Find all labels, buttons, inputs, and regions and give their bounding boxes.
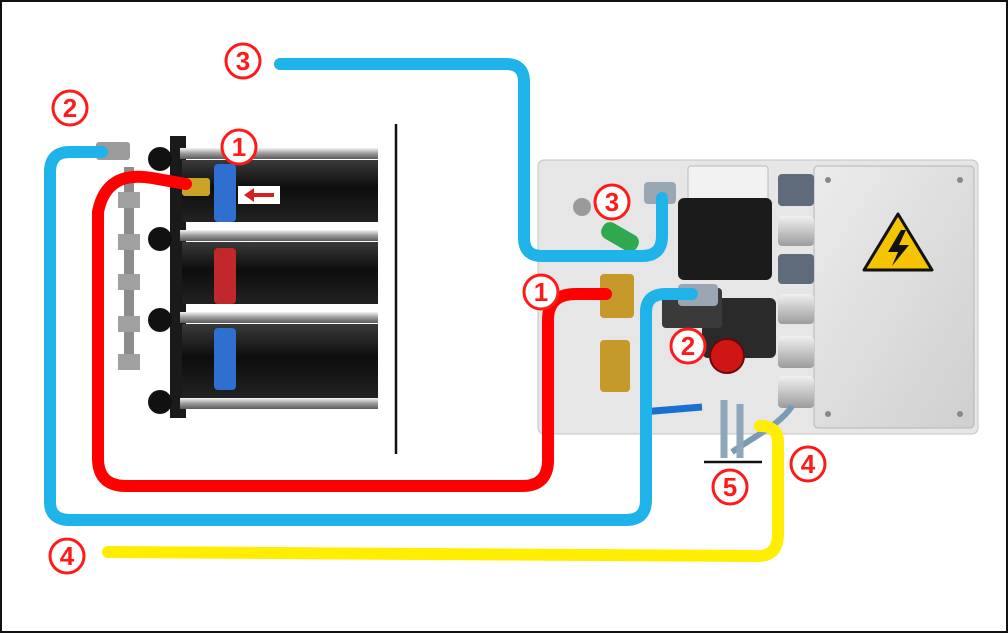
- marker-1-panel: 1: [524, 275, 558, 309]
- box-screw: [957, 177, 963, 183]
- cable-gland: [778, 336, 814, 368]
- cable-gland: [778, 294, 814, 324]
- collector-rod: [180, 398, 378, 409]
- svg-text:2: 2: [681, 331, 695, 361]
- collector-cap: [148, 308, 172, 332]
- marker-4-bottom: 4: [50, 539, 84, 573]
- box-screw: [825, 177, 831, 183]
- manifold-fitting: [118, 316, 140, 332]
- collector-cap: [148, 147, 172, 171]
- manifold-fitting: [118, 192, 140, 208]
- svg-text:2: 2: [63, 93, 77, 123]
- cable-gland: [778, 254, 814, 284]
- svg-text:4: 4: [801, 449, 816, 479]
- marker-2-panel: 2: [671, 329, 705, 363]
- blue-band: [214, 164, 236, 222]
- collector-tube: [182, 242, 378, 304]
- collector-cap: [148, 390, 172, 414]
- svg-text:1: 1: [534, 277, 548, 307]
- pump-motor: [678, 198, 772, 280]
- marker-4-panel: 4: [791, 447, 825, 481]
- marker-5-panel: 5: [713, 470, 747, 504]
- cable-gland: [778, 216, 814, 246]
- collector-rod: [180, 230, 378, 241]
- collector-rod: [180, 148, 378, 159]
- red-band: [214, 248, 236, 304]
- marker-2-collector: 2: [53, 91, 87, 125]
- blue-band: [214, 328, 236, 390]
- red-valve-knob: [710, 339, 744, 373]
- marker-1-collector: 1: [222, 130, 256, 164]
- collector-cap: [148, 227, 172, 251]
- manifold-fitting: [118, 234, 140, 250]
- svg-text:5: 5: [723, 472, 737, 502]
- manifold-fitting: [118, 274, 140, 290]
- svg-text:3: 3: [605, 187, 619, 217]
- electrical-box: [814, 166, 974, 428]
- box-screw: [825, 411, 831, 417]
- svg-text:1: 1: [232, 132, 246, 162]
- svg-text:4: 4: [60, 541, 75, 571]
- plate-mount: [573, 198, 591, 216]
- collector-tube: [182, 324, 378, 398]
- marker-3-top: 3: [226, 44, 260, 78]
- collector-rod: [180, 312, 378, 323]
- svg-text:3: 3: [236, 46, 250, 76]
- marker-3-panel: 3: [595, 185, 629, 219]
- cable-gland: [778, 376, 814, 408]
- box-screw: [957, 411, 963, 417]
- manifold-fitting: [118, 354, 140, 370]
- brass-fitting: [600, 340, 630, 392]
- cable-gland: [778, 174, 814, 206]
